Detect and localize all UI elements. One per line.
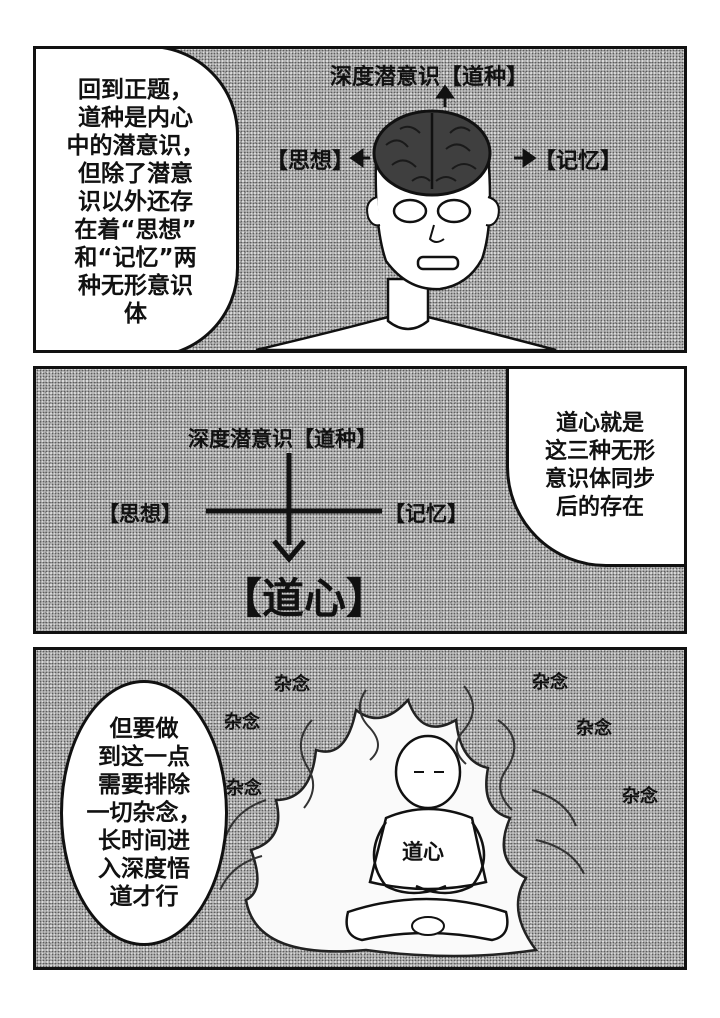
head-illustration — [255, 84, 557, 350]
smoke-wisp — [531, 789, 585, 875]
smoke-wisp — [300, 719, 315, 809]
label-deep-subconscious: 深度潜意识【道种】 — [330, 65, 529, 90]
speech-bubble-requirement: 但要做 到这一点 需要排除 一切杂念， 长时间进 入深度悟 道才行 — [60, 680, 228, 946]
distraction-label: 杂念 — [226, 778, 262, 799]
arrow-up-icon — [435, 84, 455, 107]
arrow-right-icon — [514, 148, 537, 168]
distraction-label: 杂念 — [576, 718, 612, 739]
distraction-label: 杂念 — [224, 712, 260, 733]
figure-feet — [411, 916, 445, 936]
cross-diagram — [206, 453, 382, 563]
smoke-wisp — [455, 685, 474, 765]
label-memory: 【记忆】 — [534, 149, 623, 174]
panel-brain-head: 回到正题， 道种是内心 中的潜意识， 但除了潜意 识以外还存 在着“思想” 和“… — [33, 46, 687, 353]
smoke-wisp — [219, 799, 267, 891]
label-memory: 【记忆】 — [384, 502, 468, 526]
distraction-label: 杂念 — [622, 786, 658, 807]
speech-bubble-dao-heart: 道心就是 这三种无形 意识体同步 后的存在 — [506, 369, 684, 567]
label-dao-heart: 【道心】 — [220, 574, 389, 623]
distraction-label: 杂念 — [532, 672, 568, 693]
right-eye — [436, 198, 472, 224]
figure-torso — [368, 807, 488, 891]
nose — [428, 224, 445, 243]
meditation-illustration — [219, 685, 585, 958]
speech-bubble-intro: 回到正题， 道种是内心 中的潜意识， 但除了潜意 识以外还存 在着“思想” 和“… — [36, 49, 239, 350]
brain-folds — [385, 125, 477, 182]
neck-outline — [386, 277, 430, 331]
chest-label-dao-heart: 道心 — [402, 840, 444, 864]
arrow-down-icon — [272, 539, 306, 563]
panel-dao-heart-diagram: 深度潜意识【道种】 【思想】 【记忆】 【道心】 道心就是 这三种无形 意识体同… — [33, 366, 687, 634]
right-ear — [485, 196, 500, 227]
arrow-left-icon — [349, 148, 370, 168]
figure-left-arm — [372, 821, 447, 895]
figure-head — [394, 734, 462, 810]
label-deep-subconscious: 深度潜意识【道种】 — [188, 427, 377, 451]
mouth — [416, 255, 460, 271]
left-eye — [392, 198, 428, 224]
distraction-label: 杂念 — [274, 674, 310, 695]
left-ear — [366, 196, 381, 227]
panel-meditation: 道心 杂念 杂念 杂念 杂念 杂念 杂念 但要做 到这一点 需要排除 一切杂念，… — [33, 647, 687, 970]
figure-right-arm — [415, 821, 486, 895]
smoke-wisp — [359, 689, 379, 761]
label-thought: 【思想】 — [98, 502, 182, 526]
label-thought: 【思想】 — [266, 149, 355, 174]
smoke-wisp — [497, 719, 516, 811]
